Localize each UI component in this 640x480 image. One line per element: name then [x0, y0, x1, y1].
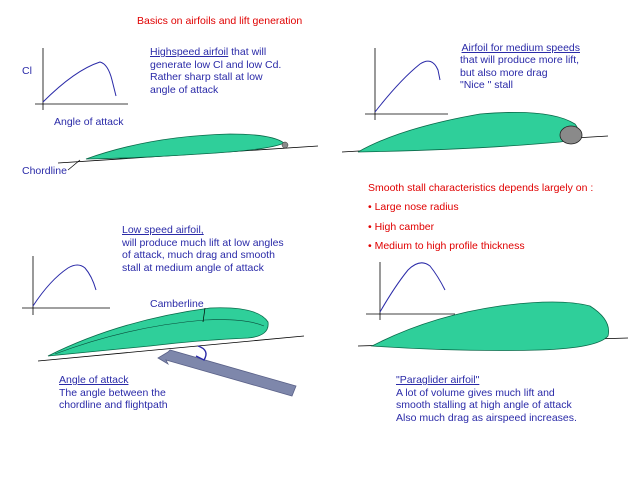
airfoil-paraglider	[370, 301, 609, 351]
smooth-stall-intro: Smooth stall characteristics depends lar…	[368, 182, 594, 194]
highspeed-heading: Highspeed airfoil	[150, 46, 229, 58]
smooth-stall-bullet: • High camber	[368, 221, 435, 233]
lowspeed-description: Low speed airfoil, will produce much lif…	[122, 224, 284, 274]
paraglider-line: A lot of volume gives much lift and	[396, 386, 555, 399]
aoa-heading: Angle of attack	[59, 374, 129, 386]
cl-graph-medium	[365, 48, 448, 120]
nose-medium	[559, 125, 583, 145]
cl-graph-lowspeed	[22, 256, 110, 315]
highspeed-description: Highspeed airfoil that will generate low…	[150, 46, 281, 96]
camberline	[54, 319, 265, 355]
highspeed-heading-rest: that will	[228, 46, 267, 58]
paraglider-heading: "Paraglider airfoil"	[396, 374, 480, 386]
smooth-stall-bullet: • Medium to high profile thickness	[368, 240, 525, 252]
lowspeed-line: will produce much lift at low angles	[122, 236, 284, 249]
camberline-label: Camberline	[150, 298, 204, 310]
highspeed-line: generate low Cl and low Cd.	[150, 58, 282, 71]
page-title: Basics on airfoils and lift generation	[137, 15, 303, 27]
chordline-label: Chordline	[22, 165, 67, 177]
paraglider-line: Also much drag as airspeed increases.	[396, 411, 577, 424]
angle-of-attack-axis-label: Angle of attack	[54, 116, 124, 128]
medium-heading: Airfoil for medium speeds	[461, 42, 580, 54]
airfoil-lowspeed	[47, 307, 269, 357]
medium-line: "Nice " stall	[460, 79, 513, 91]
paraglider-line: smooth stalling at high angle of attack	[396, 399, 572, 411]
cl-graph-highspeed	[35, 48, 128, 110]
lowspeed-line: of attack, much drag and smooth	[122, 249, 275, 261]
nose-highspeed	[281, 141, 289, 149]
medium-line: but also more drag	[460, 66, 548, 79]
cl-graph-paraglider	[366, 262, 455, 320]
airfoil-medium	[357, 111, 579, 153]
medium-description: Airfoil for medium speeds	[418, 42, 580, 55]
aoa-description: Angle of attack The angle between the ch…	[59, 374, 168, 412]
cl-axis-label: Cl	[22, 65, 32, 77]
smooth-stall-bullet: • Large nose radius	[368, 201, 459, 213]
angle-arc	[195, 345, 207, 361]
medium-lines: that will produce more lift, but also mo…	[460, 54, 579, 92]
aoa-line: chordline and flightpath	[59, 399, 168, 411]
chordline-pointer	[67, 159, 81, 171]
paraglider-description: "Paraglider airfoil" A lot of volume giv…	[396, 374, 577, 424]
aoa-line: The angle between the	[59, 386, 166, 399]
flightpath-lowspeed	[37, 335, 305, 362]
lowspeed-heading: Low speed airfoil,	[122, 224, 204, 236]
highspeed-line: angle of attack	[150, 83, 219, 96]
lowspeed-line: stall at medium angle of attack	[122, 261, 264, 274]
airfoil-highspeed	[85, 133, 285, 160]
flight-direction-arrow	[157, 349, 297, 397]
camberline-pointer	[202, 307, 206, 323]
medium-line: that will produce more lift,	[460, 54, 580, 66]
highspeed-line: Rather sharp stall at low	[150, 71, 263, 83]
